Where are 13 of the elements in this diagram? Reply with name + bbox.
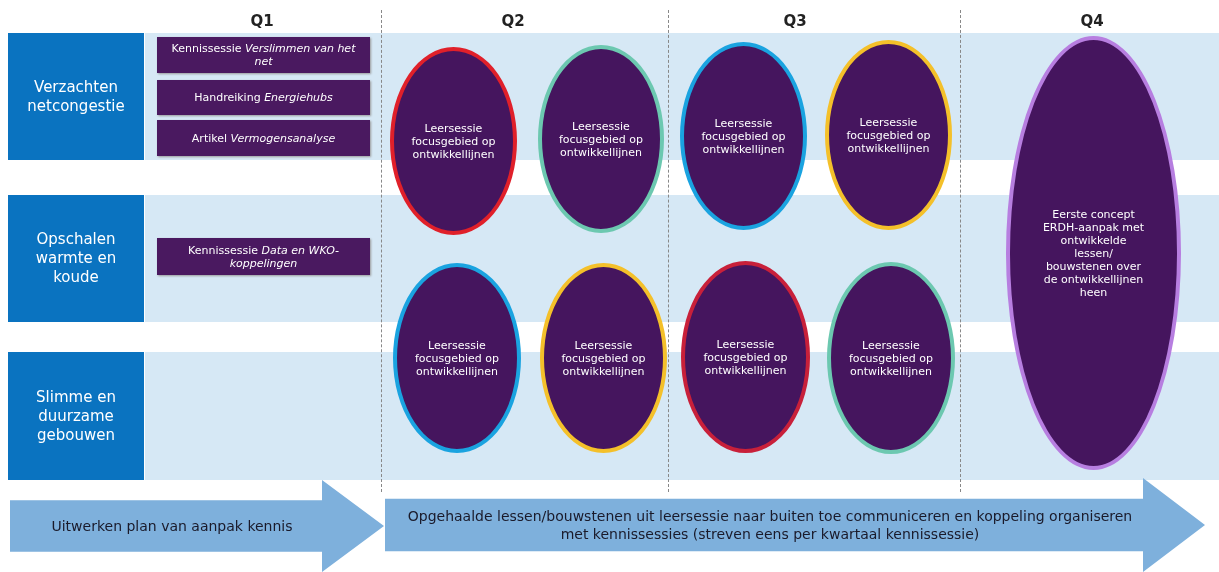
quarter-heading: Q2	[500, 12, 526, 32]
row-header: Opschalen warmte en koude	[8, 195, 144, 322]
quarter-heading: Q3	[782, 12, 808, 32]
row-header: Slimme en duurzame gebouwen	[8, 352, 144, 480]
phase-banner: Uitwerken plan van aanpak kennis	[10, 480, 384, 572]
session-box: Kennissessie Data en WKO-koppelingen	[157, 238, 370, 275]
quarter-heading: Q4	[1079, 12, 1105, 32]
session-box: Kennissessie Verslimmen van het net	[157, 37, 370, 73]
row-header: Verzachten netcongestie	[8, 33, 144, 160]
quarter-heading: Q1	[249, 12, 275, 32]
session-box: Handreiking Energiehubs	[157, 80, 370, 115]
phase-banner: Opgehaalde lessen/bouwstenen uit leersessie naar buiten toe communiceren en koppeling organiseren met kennissessies (streven eens per kwartaal kennissessie)	[385, 478, 1205, 572]
session-box: Artikel Vermogensanalyse	[157, 120, 370, 156]
